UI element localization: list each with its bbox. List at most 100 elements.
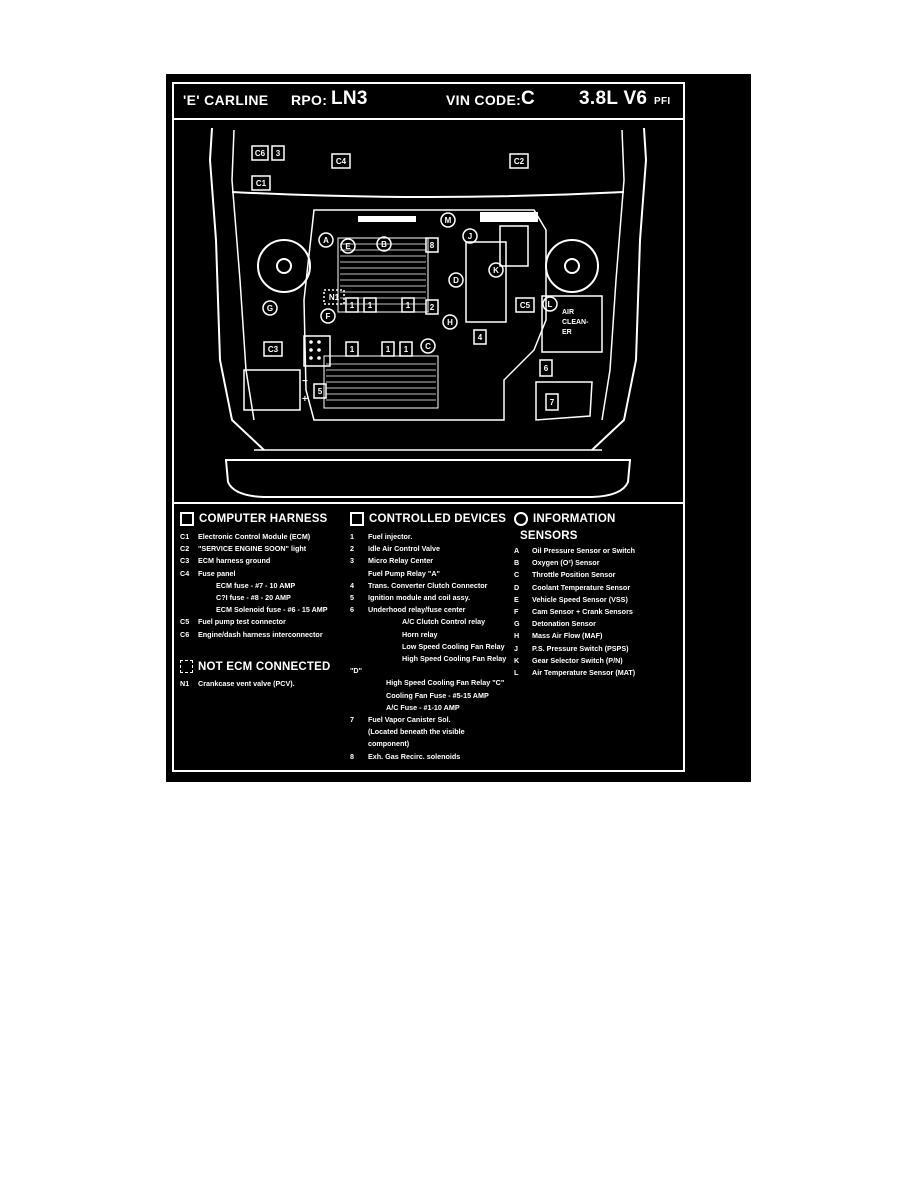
legend-item-key: G bbox=[514, 619, 520, 629]
legend-item: Low Speed Cooling Fan Relay bbox=[350, 641, 506, 653]
vin-value: C bbox=[521, 88, 536, 109]
legend-item-key: K bbox=[514, 655, 520, 665]
d6-label: 6 bbox=[544, 364, 549, 373]
legend-item-text: Fuel Pump Relay "A" bbox=[368, 568, 440, 578]
right-strut-tower bbox=[545, 239, 599, 293]
c1-label: C1 bbox=[256, 179, 267, 188]
rpo-value: LN3 bbox=[331, 88, 368, 109]
left-inner-fender bbox=[231, 129, 255, 421]
coil-pack-5 bbox=[303, 335, 331, 367]
d1f-box bbox=[399, 341, 413, 357]
c5-label: C5 bbox=[520, 301, 531, 310]
c2-label: C2 bbox=[514, 157, 525, 166]
sensors-title: SENSORS bbox=[520, 530, 578, 542]
air-cleaner-text-1: AIR bbox=[562, 309, 574, 316]
legend-item: F Cam Sensor + Crank Sensors bbox=[514, 606, 635, 618]
sensor-d-circle bbox=[448, 272, 464, 288]
air-cleaner-text-3: ER bbox=[562, 329, 572, 336]
legend-item-key: 8 bbox=[350, 751, 354, 761]
sensor-h-label: H bbox=[447, 318, 453, 327]
legend-item-text: Crankcase vent valve (PCV). bbox=[198, 679, 295, 688]
d1d-label: 1 bbox=[350, 345, 355, 354]
legend-item-key: C3 bbox=[180, 556, 190, 566]
legend-item-key: F bbox=[514, 607, 519, 617]
d5-box bbox=[313, 383, 327, 399]
legend-item-key: H bbox=[514, 631, 520, 641]
legend-item: K Gear Selector Switch (P/N) bbox=[514, 655, 635, 667]
legend-item: H Mass Air Flow (MAF) bbox=[514, 630, 635, 642]
left-fender-outline bbox=[208, 127, 265, 451]
legend-item-text: P.S. Pressure Switch (PSPS) bbox=[532, 643, 629, 653]
sensor-m-circle bbox=[440, 212, 456, 228]
circle-symbol bbox=[514, 512, 528, 526]
d3-label: 3 bbox=[276, 149, 281, 158]
information-title: INFORMATION bbox=[533, 513, 616, 525]
diagram-panel: 'E' CARLINE RPO: LN3 VIN CODE: C 3.8L V6… bbox=[166, 74, 751, 782]
legend-item: Cooling Fan Fuse - #5-15 AMP bbox=[350, 690, 506, 702]
d5-label: 5 bbox=[318, 387, 323, 396]
d1e-label: 1 bbox=[386, 345, 391, 354]
d2-box bbox=[425, 299, 439, 315]
legend-item-text: Ignition module and coil assy. bbox=[368, 593, 471, 603]
legend-item: C?I fuse - #8 - 20 AMP bbox=[180, 592, 328, 604]
computer-harness-title: COMPUTER HARNESS bbox=[199, 513, 328, 525]
d7-box bbox=[545, 393, 559, 411]
legend-item-text: A/C Fuse - #1-10 AMP bbox=[386, 702, 460, 712]
sensor-j-circle bbox=[462, 228, 478, 244]
legend-item-text: Underhood relay/fuse center bbox=[368, 605, 466, 615]
reservoir-7 bbox=[535, 381, 593, 421]
legend-item-text: Electronic Control Module (ECM) bbox=[198, 532, 311, 541]
legend-item-key: 2 bbox=[350, 544, 354, 554]
c2-box bbox=[509, 153, 529, 169]
sensor-d-label: D bbox=[453, 276, 459, 285]
sensor-m-label: M bbox=[445, 216, 452, 225]
legend-item-text: Gear Selector Switch (P/N) bbox=[532, 655, 623, 665]
legend-item-text: C?I fuse - #8 - 20 AMP bbox=[216, 593, 291, 603]
controlled-devices-title: CONTROLLED DEVICES bbox=[369, 513, 507, 525]
legend-item-text: High Speed Cooling Fan Relay bbox=[402, 654, 507, 664]
legend-item-text: ECM Solenoid fuse - #6 - 15 AMP bbox=[216, 605, 328, 615]
legend-item-key: 4 bbox=[350, 580, 354, 590]
sensor-b-label: B bbox=[381, 240, 387, 249]
legend-item-text: Mass Air Flow (MAF) bbox=[532, 631, 603, 641]
legend-item-key: 7 bbox=[350, 715, 354, 725]
c6-box bbox=[251, 145, 269, 161]
legend-item-key: J bbox=[514, 643, 518, 653]
legend-item-text: Micro Relay Center bbox=[368, 556, 434, 566]
legend-item-text: Cam Sensor + Crank Sensors bbox=[532, 607, 633, 617]
dashed-square-symbol bbox=[180, 660, 193, 673]
legend-item-text: Air Temperature Sensor (MAT) bbox=[532, 668, 636, 678]
sensor-c-circle bbox=[420, 338, 436, 354]
square-symbol bbox=[350, 512, 364, 526]
c4-box bbox=[331, 153, 351, 169]
legend-item-key: 1 bbox=[350, 532, 354, 541]
legend-item: component) bbox=[350, 738, 506, 750]
legend-item-text: Horn relay bbox=[402, 629, 438, 639]
legend-item-text: Coolant Temperature Sensor bbox=[532, 582, 631, 592]
sensor-l-label: L bbox=[548, 300, 553, 309]
legend-item-text: Fuel Vapor Canister Sol. bbox=[368, 715, 451, 725]
not-ecm-title: NOT ECM CONNECTED bbox=[198, 660, 331, 673]
legend-item-key: C2 bbox=[180, 544, 190, 554]
valve-cover bbox=[323, 355, 439, 409]
maf-top bbox=[480, 212, 538, 222]
rpo-label: RPO: bbox=[291, 92, 328, 108]
legend-item-text: Throttle Position Sensor bbox=[532, 570, 616, 580]
legend-item: ECM fuse - #7 - 10 AMP bbox=[180, 580, 328, 592]
d6-box bbox=[539, 359, 553, 377]
c3-box bbox=[263, 341, 283, 357]
legend-item-text: A/C Clutch Control relay bbox=[402, 617, 486, 627]
d8-label: 8 bbox=[430, 241, 435, 250]
c3-label: C3 bbox=[268, 345, 279, 354]
legend-item-key: C5 bbox=[180, 617, 190, 627]
